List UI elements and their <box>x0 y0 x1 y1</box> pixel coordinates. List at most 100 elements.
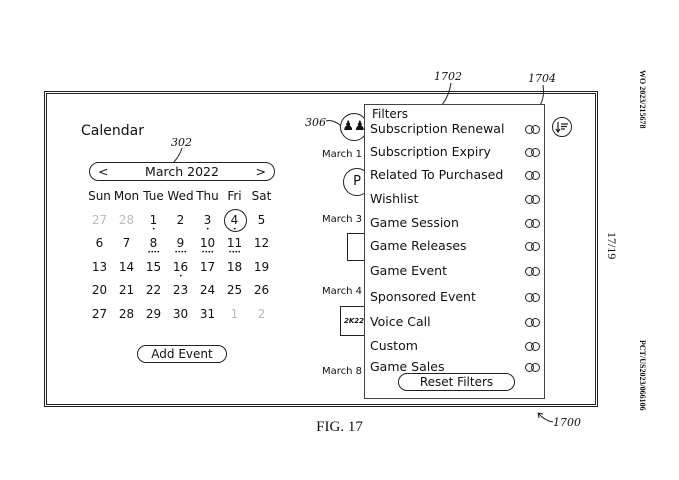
day-number: 30 <box>172 306 189 321</box>
next-month-button[interactable]: > <box>255 164 266 179</box>
filter-toggle[interactable] <box>525 293 541 302</box>
calendar-day[interactable]: 16• <box>167 260 194 284</box>
calendar-day[interactable]: 24 <box>194 283 221 307</box>
filter-item-label: Subscription Expiry <box>370 144 491 159</box>
calendar-day[interactable]: 6 <box>86 236 113 260</box>
filter-toggle[interactable] <box>525 195 541 204</box>
calendar-day[interactable]: 22 <box>140 283 167 307</box>
day-number: 19 <box>253 259 270 274</box>
calendar-day[interactable]: 8•••• <box>140 236 167 260</box>
calendar-day[interactable]: 28 <box>113 307 140 331</box>
calendar-day[interactable]: 21 <box>113 283 140 307</box>
ref-1700: 1700 <box>553 416 581 429</box>
day-number: 27 <box>91 212 108 227</box>
filter-toggle[interactable] <box>525 342 541 351</box>
filter-toggle[interactable] <box>525 125 541 134</box>
filter-toggle[interactable] <box>525 318 541 327</box>
reset-filters-button[interactable]: Reset Filters <box>398 373 515 391</box>
event-indicator-dots: • <box>178 272 183 280</box>
event-indicator-dots: • <box>151 225 156 233</box>
weekday-label: Mon <box>113 189 140 203</box>
filter-toggle[interactable] <box>525 219 541 228</box>
day-number: 11 <box>226 236 243 250</box>
day-number: 29 <box>145 306 162 321</box>
publication-number: WO 2023/215678 <box>638 70 647 129</box>
weekday-label: Thu <box>196 189 219 203</box>
calendar-day[interactable]: 5 <box>248 213 275 237</box>
leader-line-302 <box>173 147 183 163</box>
calendar-day[interactable]: 18 <box>221 260 248 284</box>
calendar-day[interactable]: 17 <box>194 260 221 284</box>
calendar-day[interactable]: 7 <box>113 236 140 260</box>
filter-item-label: Custom <box>370 338 418 353</box>
calendar-day[interactable]: 20 <box>86 283 113 307</box>
add-event-button[interactable]: Add Event <box>137 345 227 363</box>
filter-item-label: Sponsored Event <box>370 289 476 304</box>
day-number: 9 <box>176 236 185 250</box>
figure-label: FIG. 17 <box>316 419 363 435</box>
calendar-day[interactable]: 4• <box>221 208 248 237</box>
calendar-day[interactable]: 31 <box>194 307 221 331</box>
2k22-thumbnail[interactable]: 2K22 <box>340 306 368 336</box>
filter-item-label: Game Event <box>370 263 447 278</box>
calendar-day[interactable]: 11•••• <box>221 236 248 260</box>
day-number: 2 <box>176 212 185 227</box>
calendar-day[interactable]: 1• <box>140 213 167 237</box>
calendar-day[interactable]: 25 <box>221 283 248 307</box>
calendar-day[interactable]: 19 <box>248 260 275 284</box>
calendar-day[interactable]: 27 <box>86 307 113 331</box>
filter-item-label: Game Releases <box>370 238 467 253</box>
calendar-day[interactable]: 9•••• <box>167 236 194 260</box>
device-screen-frame <box>44 91 598 407</box>
filter-toggle[interactable] <box>525 171 541 180</box>
calendar-day[interactable]: 27 <box>86 213 113 237</box>
calendar-day[interactable]: 15 <box>140 260 167 284</box>
calendar-day[interactable]: 28 <box>113 213 140 237</box>
day-number: 28 <box>118 212 135 227</box>
toggle-track <box>531 171 540 180</box>
calendar-day[interactable]: 3• <box>194 213 221 237</box>
calendar-week-row: 27 28 1• 2 3•4•5 <box>86 208 276 237</box>
leader-line-1702 <box>441 82 452 106</box>
calendar-day[interactable]: 2 <box>248 307 275 331</box>
event-indicator-dots: •••• <box>201 249 214 256</box>
toggle-track <box>531 267 540 276</box>
calendar-title: Calendar <box>81 123 144 139</box>
calendar-day[interactable]: 1 <box>221 307 248 331</box>
toggle-track <box>531 318 540 327</box>
filter-toggle[interactable] <box>525 148 541 157</box>
calendar-day[interactable]: 23 <box>167 283 194 307</box>
day-number: 24 <box>199 283 216 297</box>
day-number: 17 <box>199 259 216 274</box>
calendar-day[interactable]: 30 <box>167 307 194 331</box>
day-number: 20 <box>91 283 108 297</box>
day-number: 16 <box>172 259 189 274</box>
day-number: 10 <box>199 236 216 250</box>
filter-toggle[interactable] <box>525 242 541 251</box>
day-number: 22 <box>145 283 162 297</box>
calendar-day[interactable]: 2 <box>167 213 194 237</box>
filter-toggle[interactable] <box>525 363 541 372</box>
arrow-1700 <box>537 412 554 423</box>
application-number: PCT/US2023/066106 <box>638 340 647 411</box>
day-number: 1 <box>149 212 158 227</box>
ref-302: 302 <box>171 136 192 149</box>
calendar-day[interactable]: 14 <box>113 260 140 284</box>
filter-item-label: Related To Purchased <box>370 167 504 182</box>
calendar-day[interactable]: 13 <box>86 260 113 284</box>
filter-toggle[interactable] <box>525 267 541 276</box>
calendar-day[interactable]: 12 <box>248 236 275 260</box>
calendar-day[interactable]: 29 <box>140 307 167 331</box>
calendar-day[interactable]: 26 <box>248 283 275 307</box>
day-number: 31 <box>199 306 216 321</box>
calendar-day[interactable]: 10•••• <box>194 236 221 260</box>
filter-item-label: Wishlist <box>370 191 419 206</box>
sort-filter-icon[interactable] <box>552 117 572 137</box>
month-label: March 2022 <box>145 164 219 179</box>
prev-month-button[interactable]: < <box>98 164 109 179</box>
weekday-label: Fri <box>227 189 242 203</box>
